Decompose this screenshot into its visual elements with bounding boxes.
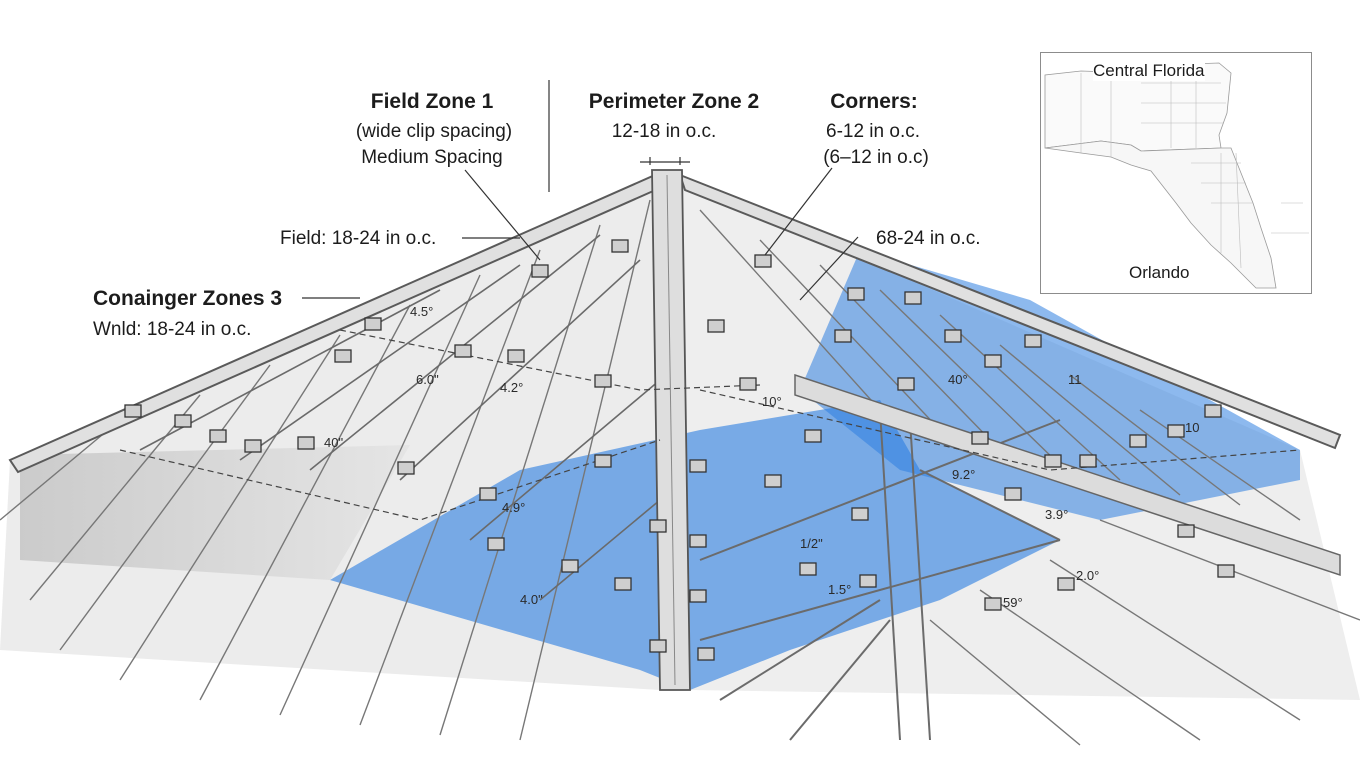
corners-title: Corners: [830,90,918,113]
field-zone-1-note: (wide clip spacing) [355,121,513,142]
left-panel-seams [0,199,651,741]
left-grey-band [20,445,410,580]
dimension-label: 4.0" [520,592,543,607]
perimeter-zone-2-spacing: 12-18 in o.c. [611,121,717,142]
zone-boundaries [119,329,1301,521]
dimension-label: 4.5° [410,304,434,319]
dimension-label: 2.0° [1076,568,1100,583]
map-city-label: Orlando [1129,263,1190,282]
dimension-label: 1.5° [828,582,852,597]
container-zone-3-title: Conainger Zones 3 [93,287,283,310]
blue-zone-right-upper [800,250,1300,520]
dimension-label: 59° [1003,595,1023,610]
field-spacing-label: Field: 18-24 in o.c. [280,228,437,249]
dimension-label: 10° [762,394,782,409]
leader-lines [302,80,859,301]
map-title: Central Florida [1093,61,1205,81]
right-spacing-label: 68-24 in o.c. [876,228,981,249]
dimension-label: 6.0" [416,372,439,387]
dimension-label: 9.2° [952,467,976,482]
dimension-label: 4.9° [502,500,526,515]
field-zone-1-spacing: Medium Spacing [361,147,503,168]
corners-spacing: 6-12 in o.c. [826,121,920,142]
florida-map [1044,62,1309,289]
field-zone-1-title: Field Zone 1 [370,90,494,113]
perimeter-zone-2-title: Perimeter Zone 2 [588,90,760,113]
top-ticks [640,157,690,165]
dimension-label: 3.9° [1045,507,1069,522]
dimension-label: 4.2° [500,380,524,395]
container-zone-3-spacing: Wnld: 18-24 in o.c. [93,319,252,340]
dimension-label: 40" [324,435,344,450]
corners-spacing-alt: (6–12 in o.c) [823,147,929,168]
cross-beam [794,373,1341,577]
dimension-label: 1/2" [800,536,823,551]
inset-map: Central Florida Orlando [1040,52,1312,294]
dimension-label: 10 [1185,420,1200,435]
dimension-label: 11 [1068,372,1082,387]
clips [124,239,1235,661]
dimension-label: 40° [948,372,968,387]
